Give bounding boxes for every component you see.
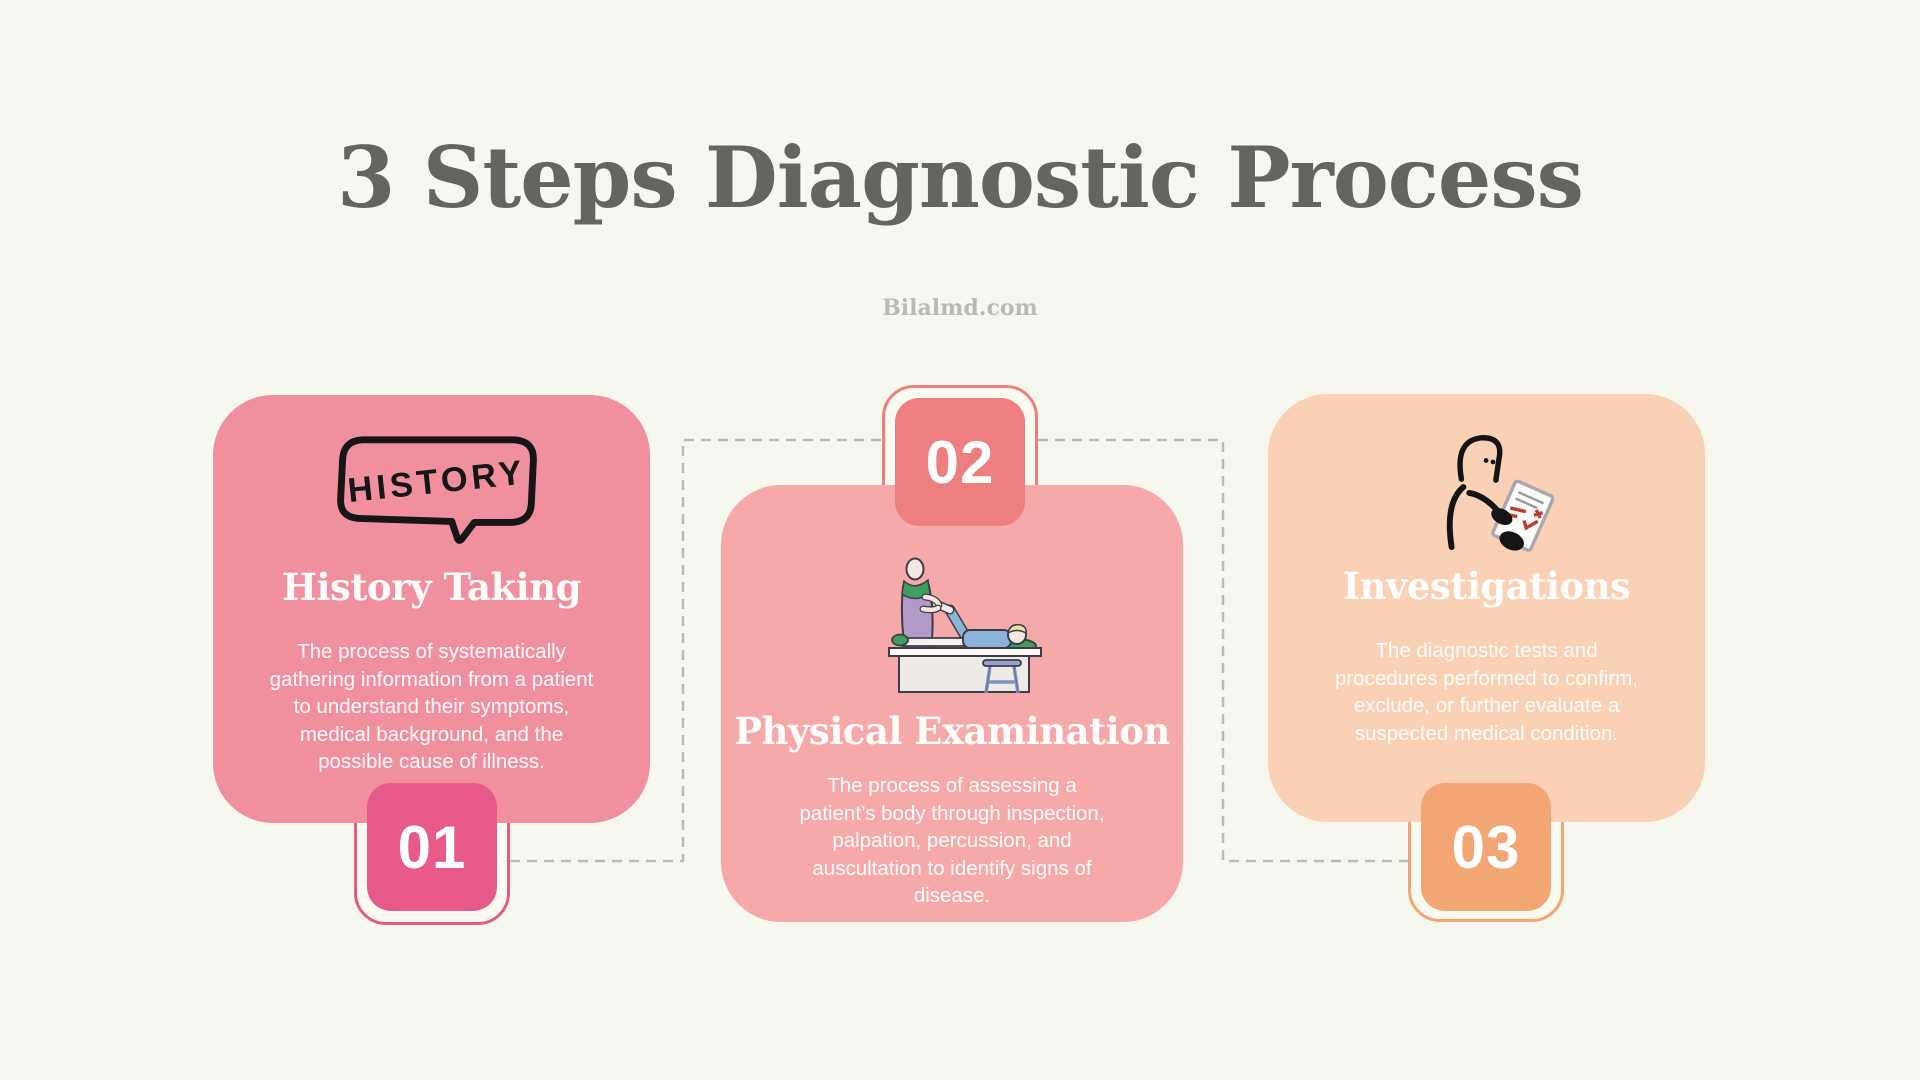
step1-card-history-taking: HISTORY History Taking The process of sy…	[213, 395, 650, 823]
page-title: 3 Steps Diagnostic Process	[337, 128, 1584, 227]
website-credit: Bilalmd.com	[882, 295, 1038, 321]
step1-number-badge: 01	[367, 783, 497, 911]
step3-number-badge: 03	[1421, 783, 1551, 911]
step3-card-investigations: Investigations The diagnostic tests and …	[1268, 394, 1705, 822]
step1-title: History Taking	[282, 565, 581, 609]
history-speech-bubble-text: HISTORY	[346, 454, 528, 510]
history-speech-bubble-icon: HISTORY	[337, 436, 537, 544]
step1-description: The process of systematically gathering …	[269, 640, 594, 773]
step3-description: The diagnostic tests and procedures perf…	[1334, 639, 1639, 745]
step2-title: Physical Examination	[734, 709, 1170, 753]
step2-card-physical-examination: Physical Examination The process of asse…	[721, 485, 1183, 922]
step3-title: Investigations	[1342, 564, 1631, 608]
doctor-examining-patient-illustration	[888, 557, 1042, 694]
step2-description: The process of assessing a patient’s bod…	[799, 774, 1105, 907]
connector-step2-step3	[1038, 438, 1408, 863]
connector-step1-step2	[510, 438, 882, 863]
person-reading-test-results-illustration	[1446, 435, 1554, 552]
step2-number-badge: 02	[895, 398, 1025, 526]
